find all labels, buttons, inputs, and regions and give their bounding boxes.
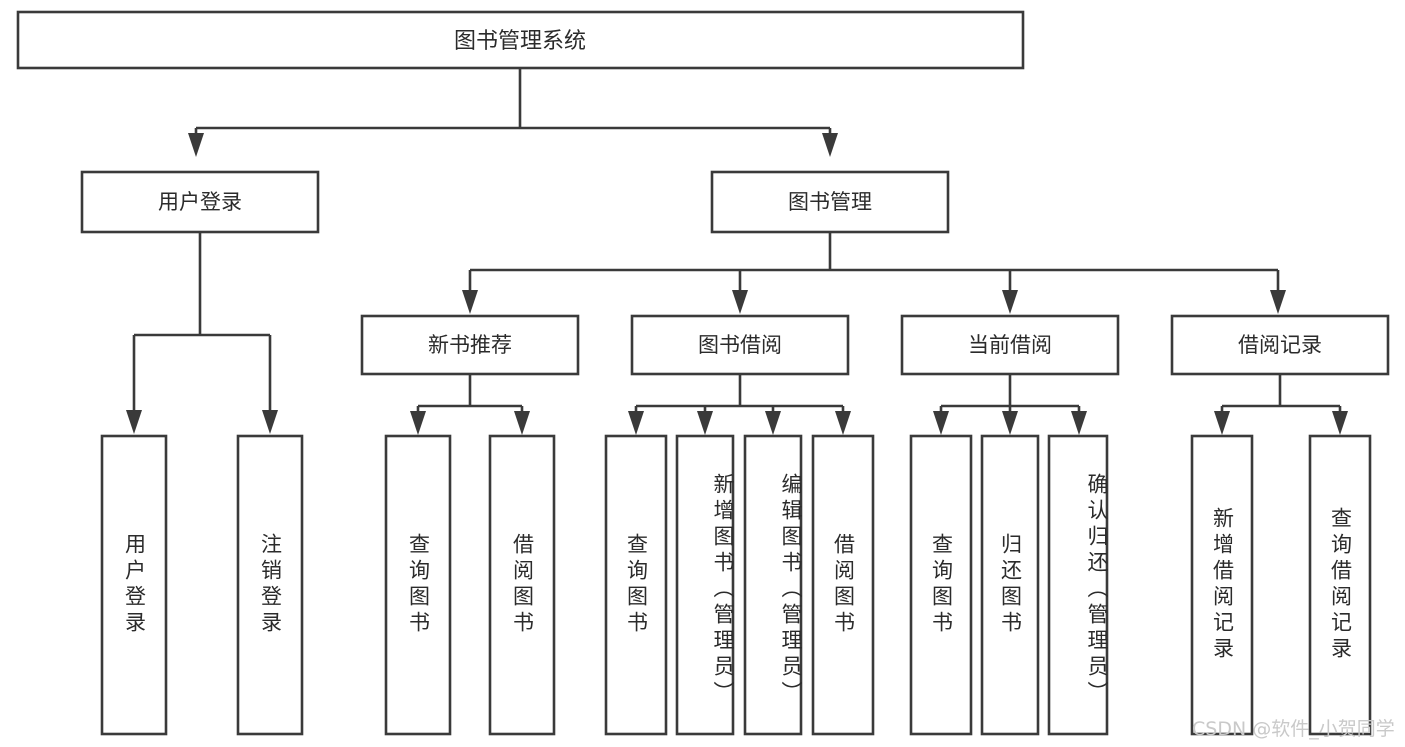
node-leaf-user-login-box[interactable]: [100, 434, 168, 736]
arrow-record-leaf1: [1214, 411, 1230, 435]
node-leaf-current-return-box[interactable]: [980, 434, 1040, 736]
node-borrow-record-label: 借阅记录: [1238, 333, 1322, 357]
node-book-borrow-label: 图书借阅: [698, 333, 782, 357]
node-book-management-label: 图书管理: [788, 190, 872, 214]
node-leaf-current-query-box[interactable]: [909, 434, 973, 736]
arrow-bookmgmt-to-newbook: [462, 290, 478, 314]
arrow-record-leaf2: [1332, 411, 1348, 435]
arrow-bookmgmt-to-current: [1002, 290, 1018, 314]
arrow-borrow-leaf1: [628, 411, 644, 435]
node-leaf-borrow-borrowbook-box[interactable]: [811, 434, 875, 736]
node-user-login-label: 用户登录: [158, 190, 242, 214]
arrow-borrow-leaf4: [835, 411, 851, 435]
csdn-watermark: CSDN @软件_小贺同学: [1192, 718, 1395, 740]
node-leaf-borrow-query-box[interactable]: [604, 434, 668, 736]
arrow-borrow-leaf2: [697, 411, 713, 435]
arrow-borrow-leaf3: [765, 411, 781, 435]
node-root-label: 图书管理系统: [454, 29, 586, 54]
node-book-borrow-box[interactable]: [630, 314, 850, 376]
node-leaf-logout-box[interactable]: [236, 434, 304, 736]
node-leaf-newbook-query-box[interactable]: [384, 434, 452, 736]
arrow-newbook-leaf2: [514, 411, 530, 435]
arrow-root-to-userlogin: [188, 133, 204, 157]
node-leaf-record-query-box[interactable]: [1308, 434, 1372, 736]
arrow-root-to-bookmgmt: [822, 133, 838, 157]
node-new-book-recommend-label: 新书推荐: [428, 333, 512, 357]
node-leaf-borrow-editbook-box[interactable]: [743, 434, 803, 736]
arrow-current-leaf1: [933, 411, 949, 435]
arrow-userlogin-leaf1: [126, 410, 142, 434]
arrow-current-leaf2: [1002, 411, 1018, 435]
arrow-newbook-leaf1: [410, 411, 426, 435]
node-leaf-record-add-box[interactable]: [1190, 434, 1254, 736]
node-leaf-borrow-addbook-box[interactable]: [675, 434, 735, 736]
arrow-bookmgmt-to-borrow: [732, 290, 748, 314]
node-root-box[interactable]: [16, 10, 1025, 70]
node-new-book-recommend-box[interactable]: [360, 314, 580, 376]
node-current-borrow-label: 当前借阅: [968, 333, 1052, 357]
node-current-borrow-box[interactable]: [900, 314, 1120, 376]
node-leaf-current-confirm-box[interactable]: [1047, 434, 1109, 736]
arrow-bookmgmt-to-record: [1270, 290, 1286, 314]
node-book-management-box[interactable]: [710, 170, 950, 234]
arrow-userlogin-leaf2: [262, 410, 278, 434]
node-borrow-record-box[interactable]: [1170, 314, 1390, 376]
arrow-current-leaf3: [1071, 411, 1087, 435]
node-leaf-newbook-borrow-box[interactable]: [488, 434, 556, 736]
